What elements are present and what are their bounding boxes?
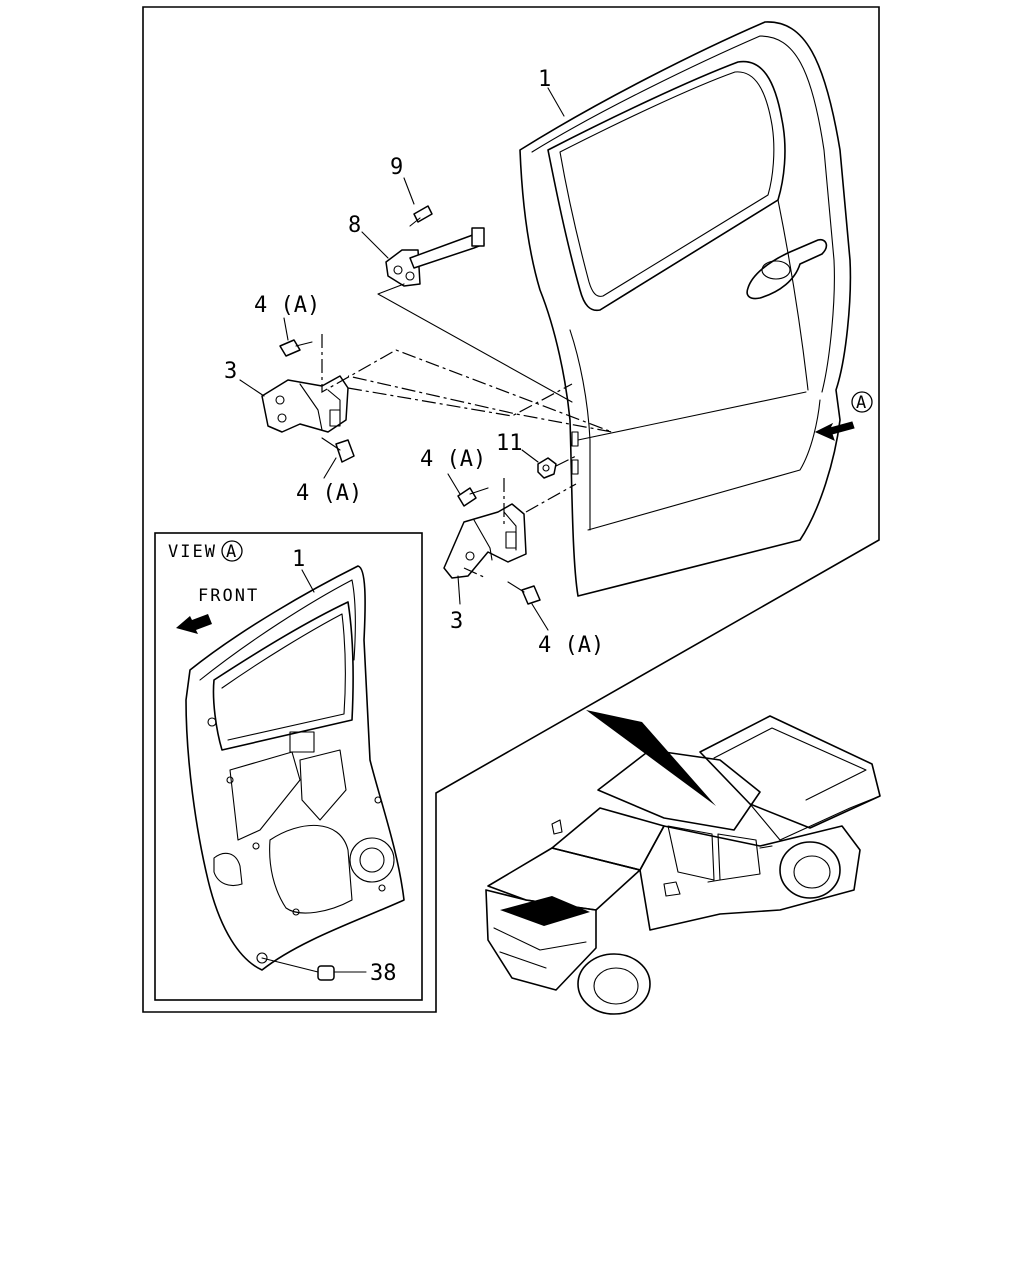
callout-nut: 11: [496, 431, 523, 456]
rear-door: [519, 21, 852, 597]
callout-upper-bolt-top: 4 (A): [254, 293, 320, 318]
callout-check-bolt: 9: [390, 155, 403, 180]
upper-hinge-bolt-bottom: [321, 437, 355, 463]
check-bolt: [409, 205, 433, 227]
callout-lower-hinge: 3: [450, 609, 463, 634]
door-check: [385, 227, 485, 287]
upper-hinge: [261, 375, 349, 433]
front-arrow-icon: [176, 614, 212, 634]
lower-hinge: [443, 503, 527, 579]
upper-hinge-bolt-top: [279, 339, 313, 357]
inset-front-label: FRONT: [198, 586, 259, 606]
inset-view-label: VIEW: [168, 542, 217, 562]
callout-door-check: 8: [348, 213, 361, 238]
view-a-inset: VIEW A FRONT 1: [154, 532, 423, 1001]
nut: [537, 457, 557, 479]
callout-lower-bolt-top: 4 (A): [420, 447, 486, 472]
callout-upper-hinge: 3: [224, 359, 237, 384]
callout-lower-bolt-bottom: 4 (A): [538, 633, 604, 658]
view-a-marker: A: [856, 393, 868, 413]
view-a-arrow: A: [814, 391, 873, 441]
callout-plug: 38: [370, 961, 397, 986]
callout-upper-bolt-bottom: 4 (A): [296, 481, 362, 506]
pickup-truck: [485, 710, 881, 1015]
inset-view-marker: A: [226, 542, 238, 562]
callout-door: 1: [538, 67, 551, 92]
plug: [317, 965, 335, 981]
callout-view-door: 1: [292, 547, 305, 572]
lower-hinge-bolt-top: [457, 487, 489, 507]
outer-frame: [142, 6, 880, 1013]
lower-hinge-bolt-bottom: [507, 581, 541, 605]
